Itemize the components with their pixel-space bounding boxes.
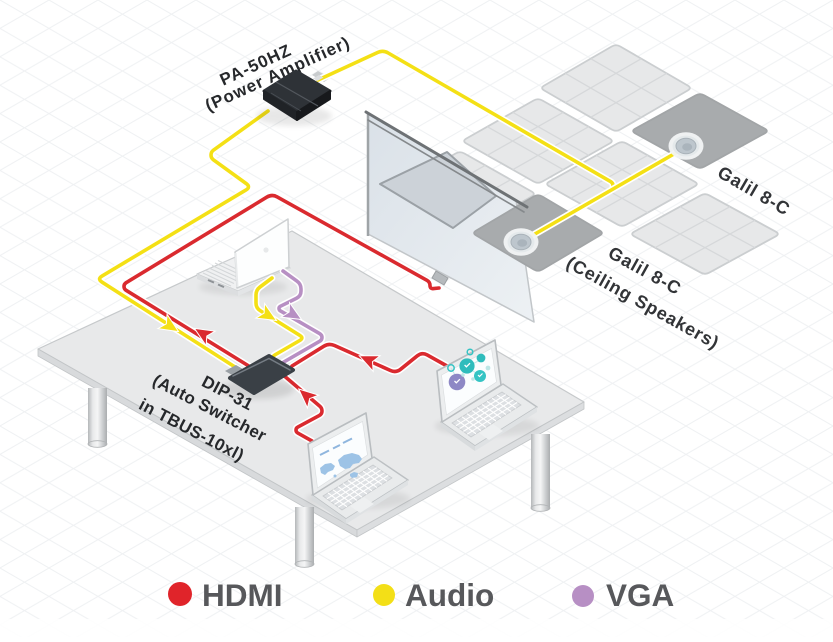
svg-text:Audio: Audio (405, 577, 494, 613)
svg-text:VGA: VGA (606, 577, 674, 613)
svg-text:HDMI: HDMI (202, 577, 283, 613)
